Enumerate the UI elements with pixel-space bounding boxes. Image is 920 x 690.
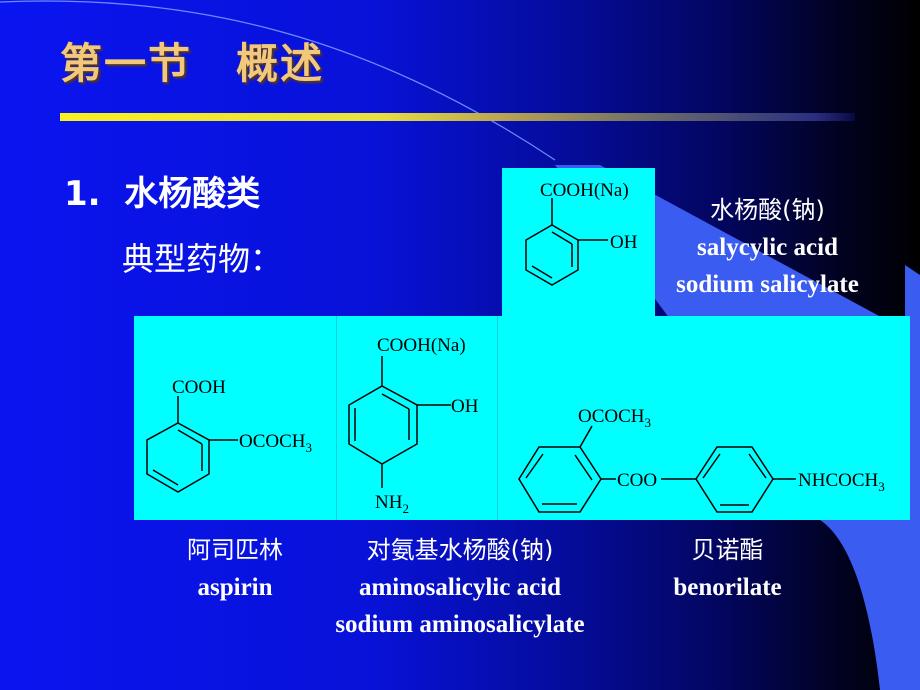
aminosalicylic-side-group: OH	[451, 396, 479, 417]
benorilate-structure: OCOCH3 COO NHCOCH3	[518, 406, 885, 513]
salicylic-acid-structure: COOH(Na) OH	[525, 180, 638, 286]
label-salicylic-acid: 水杨酸(钠) salycylic acid sodium salicylate	[650, 192, 885, 303]
salicylic-name-en-1: salycylic acid	[697, 234, 838, 261]
aspirin-structure: COOH OCOCH3	[146, 377, 312, 493]
aspirin-name-cn: 阿司匹林	[187, 536, 283, 564]
aminosalicylic-top-group: COOH(Na)	[377, 335, 466, 356]
salicylic-name-cn: 水杨酸(钠)	[710, 196, 825, 224]
aminosalicylic-bottom-group: NH2	[375, 492, 409, 516]
aminosalicylic-name-en-1: aminosalicylic acid	[358, 574, 562, 601]
aspirin-side-group: OCOCH3	[239, 431, 312, 455]
aspirin-name-en: aspirin	[197, 574, 273, 601]
title-underline-bar	[60, 113, 855, 121]
salicylic-top-group: COOH(Na)	[540, 180, 629, 201]
benorilate-end-group: NHCOCH3	[798, 470, 885, 494]
label-aspirin: 阿司匹林 aspirin	[150, 532, 320, 606]
aspirin-top-group: COOH	[172, 377, 226, 398]
benorilate-linker: COO	[617, 470, 657, 491]
aminosalicylic-name-cn: 对氨基水杨酸(钠)	[366, 536, 554, 564]
divider	[497, 316, 498, 520]
decorative-curve	[0, 0, 556, 161]
label-aminosalicylic-acid: 对氨基水杨酸(钠) aminosalicylic acid sodium ami…	[300, 532, 620, 643]
slide-title: 第一节 概述	[60, 39, 325, 88]
salicylic-name-en-2: sodium salicylate	[676, 271, 859, 298]
structure-box-row: COOH OCOCH3 COOH(Na) OH NH2	[134, 316, 910, 520]
section-heading: 1. 水杨酸类	[64, 174, 261, 214]
aminosalicylic-name-en-2: sodium aminosalicylate	[335, 611, 585, 638]
salicylic-side-group: OH	[610, 232, 638, 253]
structure-box-salicylic-acid: COOH(Na) OH	[502, 168, 655, 318]
divider	[336, 316, 337, 520]
benorilate-name-en: benorilate	[673, 574, 782, 601]
label-benorilate: 贝诺酯 benorilate	[640, 532, 815, 606]
aminosalicylic-acid-structure: COOH(Na) OH NH2	[348, 335, 479, 516]
section-subheading: 典型药物：	[122, 240, 283, 278]
benorilate-name-cn: 贝诺酯	[691, 536, 764, 564]
decorative-band	[555, 165, 920, 690]
benorilate-top-group: OCOCH3	[578, 406, 651, 430]
